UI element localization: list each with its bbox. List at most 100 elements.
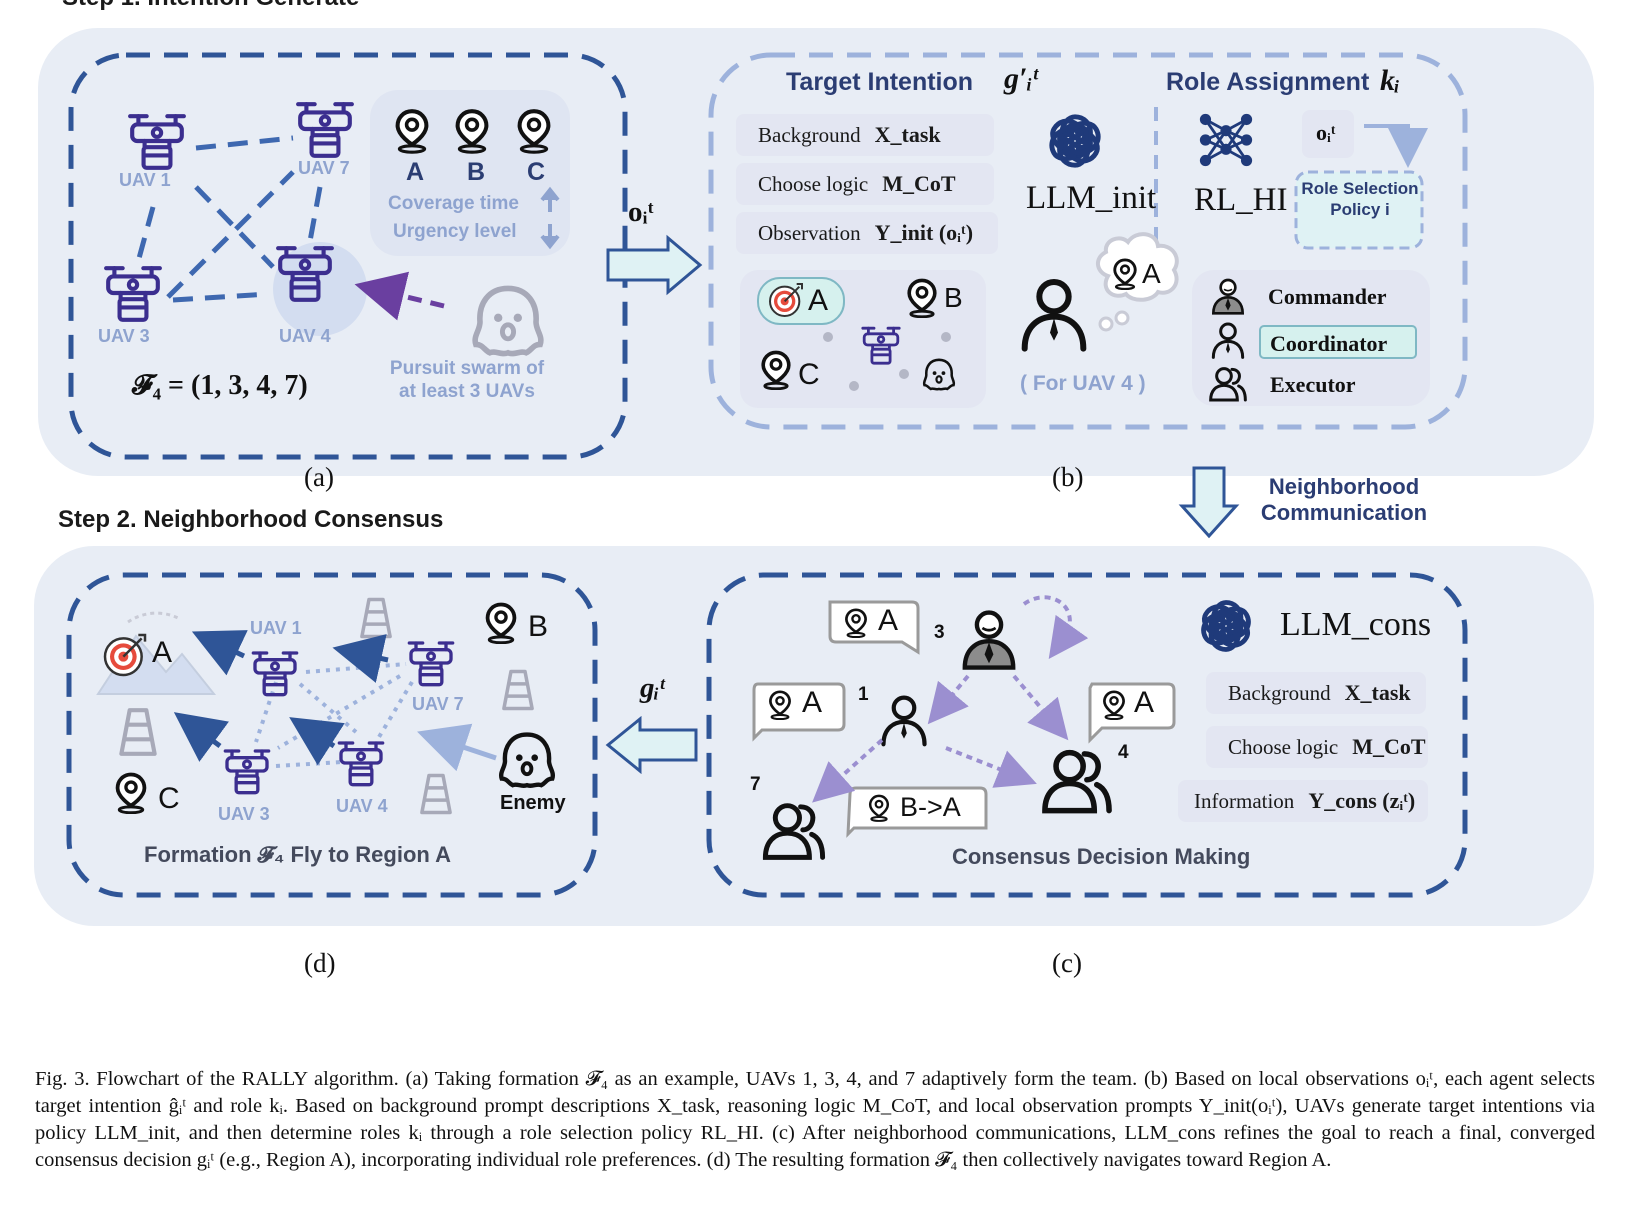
llm-init-icon bbox=[1046, 116, 1103, 167]
c-pill-information-label: Information bbox=[1194, 788, 1295, 813]
map-label-b: B bbox=[944, 282, 963, 313]
uav4-label: UAV 4 bbox=[279, 326, 331, 346]
enemy-ghost-icon bbox=[475, 288, 541, 353]
caption-c: (c) bbox=[1052, 948, 1082, 978]
role-assignment-title: Role Assignment bbox=[1166, 68, 1370, 96]
bubble-text-3: A bbox=[878, 604, 899, 637]
agent-number-4: 4 bbox=[1118, 742, 1129, 763]
arrow-a-to-b bbox=[606, 234, 703, 296]
panel-a bbox=[68, 52, 628, 460]
agent4-executor-icon bbox=[1045, 753, 1109, 811]
obs-box-label: oᵢᵗ bbox=[1316, 120, 1336, 145]
agent3-commander-icon bbox=[965, 613, 1013, 668]
panel-b-border bbox=[708, 52, 1468, 430]
panel-c-border bbox=[706, 572, 1468, 898]
llm-cons-icon bbox=[1198, 601, 1254, 650]
bubble-text-7: B->A bbox=[900, 792, 961, 822]
pursuit-text: Pursuit swarm of at least 3 UAVs bbox=[389, 358, 545, 402]
uav3-label: UAV 3 bbox=[98, 326, 150, 346]
bubble-text-1: A bbox=[802, 686, 823, 719]
bubble-agent1 bbox=[752, 682, 846, 742]
d-region-b-label: B bbox=[528, 610, 549, 643]
coordinator-highlight bbox=[1259, 325, 1417, 359]
step2-title: Step 2. Neighborhood Consensus bbox=[58, 506, 444, 533]
coverage-time-label: Coverage time bbox=[388, 193, 519, 214]
panel-d-border bbox=[66, 572, 598, 898]
caption-a: (a) bbox=[304, 462, 334, 492]
bubble-text-4: A bbox=[1134, 686, 1155, 719]
pin-b-icon bbox=[458, 111, 487, 152]
target-b-letter: B bbox=[467, 158, 486, 186]
map-pin-c-icon bbox=[761, 350, 791, 390]
d-uav1-label: UAV 1 bbox=[250, 618, 302, 638]
c-pill-choose-logic-label: Choose logic bbox=[1228, 734, 1339, 759]
uav1-label: UAV 1 bbox=[119, 170, 171, 190]
c-pill-choose-logic: Choose logic M_CoT bbox=[1206, 726, 1428, 768]
obs-box bbox=[1302, 110, 1354, 158]
agent-number-3: 3 bbox=[934, 622, 945, 643]
panel-d bbox=[66, 572, 598, 898]
bubble-agent4 bbox=[1088, 682, 1176, 744]
bubble-pin-icon bbox=[868, 794, 890, 822]
uav1-drone-icon bbox=[251, 651, 299, 697]
arrow-cd-label: gᵢᵗ bbox=[640, 672, 665, 704]
thought-label: A bbox=[1142, 258, 1161, 289]
c-pill-background-label: Background bbox=[1228, 680, 1331, 705]
d-region-a-label: A bbox=[152, 636, 173, 669]
pin-c-icon bbox=[520, 111, 549, 152]
thought-bubble bbox=[1096, 232, 1179, 332]
role-assignment-symbol: kᵢ bbox=[1380, 64, 1401, 97]
tower-icon bbox=[502, 669, 534, 711]
pill-choose-logic-label: Choose logic bbox=[758, 171, 869, 196]
step1-title: Step 1. Intention Generate bbox=[62, 0, 359, 12]
llm-cons-label: LLM_cons bbox=[1280, 606, 1432, 643]
pill-background-label: Background bbox=[758, 122, 861, 147]
arrow-ab-label: oᵢᵗ bbox=[628, 196, 654, 228]
role-commander: Commander bbox=[1268, 284, 1387, 309]
panel-c bbox=[706, 572, 1468, 898]
bubble-pin-icon bbox=[845, 608, 867, 638]
map-label-a: A bbox=[808, 284, 829, 317]
panel-d-title: Formation 𝓕₄ Fly to Region A bbox=[144, 842, 452, 867]
agent-number-7: 7 bbox=[750, 774, 761, 795]
arrow-up-icon bbox=[540, 186, 560, 212]
tower-icon bbox=[420, 773, 452, 815]
arrow-b-to-c bbox=[1178, 466, 1240, 539]
llm-init-label: LLM_init bbox=[1026, 180, 1157, 216]
rl-hi-label: RL_HI bbox=[1194, 182, 1288, 218]
target-c-letter: C bbox=[527, 158, 546, 186]
uav4-agent-icon bbox=[1025, 282, 1084, 349]
pill-choose-logic: Choose logic M_CoT bbox=[736, 163, 994, 205]
enemy-ghost-icon bbox=[501, 735, 553, 786]
arrow-c-to-d bbox=[605, 716, 698, 774]
target-a-letter: A bbox=[406, 158, 425, 186]
tower-icon bbox=[360, 597, 392, 639]
neighborhood-comm-label: Neighborhood Communication bbox=[1260, 474, 1428, 525]
policy-box bbox=[1294, 170, 1424, 250]
rl-network-icon bbox=[1198, 112, 1254, 168]
pursuit-arrow bbox=[354, 271, 445, 321]
map-label-c: C bbox=[798, 358, 820, 391]
panel-c-title: Consensus Decision Making bbox=[952, 844, 1251, 869]
bubble-agent3 bbox=[828, 600, 920, 655]
agent7-executor-icon bbox=[765, 806, 822, 858]
uav4-drone-icon bbox=[337, 741, 385, 787]
role-executor: Executor bbox=[1270, 372, 1356, 397]
d-uav3-label: UAV 3 bbox=[218, 804, 270, 824]
d-uav7-label: UAV 7 bbox=[412, 694, 464, 714]
uav3-drone-icon bbox=[106, 268, 160, 320]
bubble-pin-icon bbox=[769, 690, 791, 720]
c-pill-choose-logic-value: M_CoT bbox=[1352, 734, 1426, 759]
enemy-label: Enemy bbox=[500, 792, 566, 814]
pill-choose-logic-value: M_CoT bbox=[882, 171, 956, 196]
target-intention-symbol: g′ᵢᵗ bbox=[1004, 62, 1039, 95]
d-uav4-label: UAV 4 bbox=[336, 796, 388, 816]
for-uav-label: ( For UAV 4 ) bbox=[1020, 372, 1146, 395]
uav7-drone-icon bbox=[407, 641, 455, 687]
arrow-down-icon bbox=[540, 224, 560, 250]
uav3-drone-icon bbox=[223, 749, 271, 795]
